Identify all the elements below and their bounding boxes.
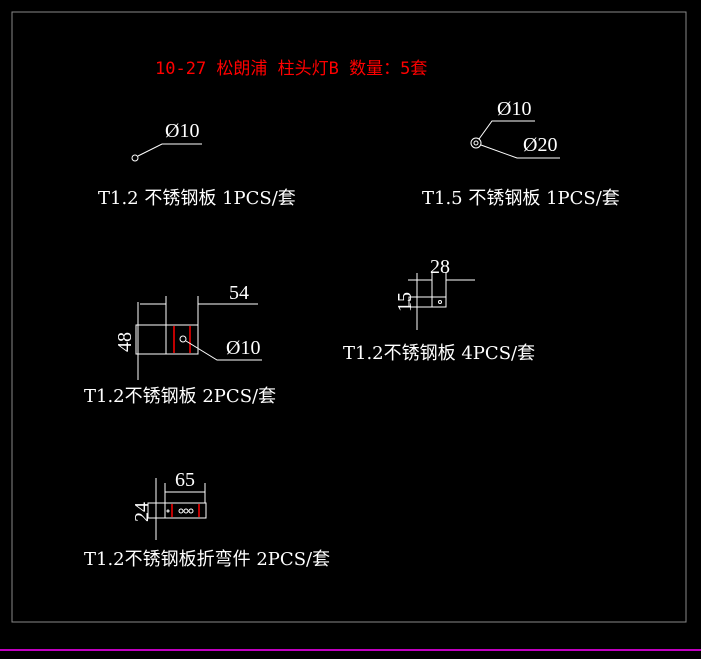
dim-height: 24 — [131, 502, 153, 522]
leader — [478, 120, 535, 140]
drawing-title: 10-27 松朗浦 柱头灯B 数量：5套 — [155, 59, 427, 79]
dim-height: 15 — [394, 292, 416, 312]
dim-diameter: Ø10 — [165, 120, 199, 142]
part-label: T1.2不锈钢板 4PCS/套 — [343, 343, 535, 364]
dim-width: 54 — [229, 282, 249, 304]
part-1: Ø10 T1.2 不锈钢板 1PCS/套 — [98, 120, 296, 209]
part-5: 65 24 T1.2不锈钢板折弯件 2PCS/套 — [84, 469, 330, 570]
part-2: Ø10 Ø20 T1.5 不锈钢板 1PCS/套 — [422, 98, 620, 209]
leader — [480, 144, 560, 159]
part-label: T1.2不锈钢板折弯件 2PCS/套 — [84, 549, 330, 570]
plate — [135, 324, 199, 355]
part-label: T1.2 不锈钢板 1PCS/套 — [98, 188, 296, 209]
dim-width: 65 — [175, 469, 195, 491]
inner-circle — [473, 140, 479, 146]
leader — [137, 143, 202, 157]
drawing-frame — [11, 11, 687, 623]
part-4: 28 15 T1.2不锈钢板 4PCS/套 — [343, 256, 535, 364]
dim-outer: Ø20 — [523, 134, 557, 156]
plate — [408, 296, 447, 308]
hole — [438, 300, 442, 304]
part-3: 54 48 Ø10 T1.2不锈钢板 2PCS/套 — [84, 282, 276, 407]
dim-width: 28 — [430, 256, 450, 278]
dim-height: 48 — [114, 332, 136, 352]
part-label: T1.5 不锈钢板 1PCS/套 — [422, 188, 620, 209]
hole — [179, 335, 187, 343]
hole — [131, 154, 139, 162]
outer-circle — [470, 137, 482, 149]
leader — [185, 340, 262, 361]
dim-inner: Ø10 — [497, 98, 531, 120]
part-label: T1.2不锈钢板 2PCS/套 — [84, 386, 276, 407]
plate — [147, 502, 207, 519]
dim-diameter: Ø10 — [226, 337, 260, 359]
